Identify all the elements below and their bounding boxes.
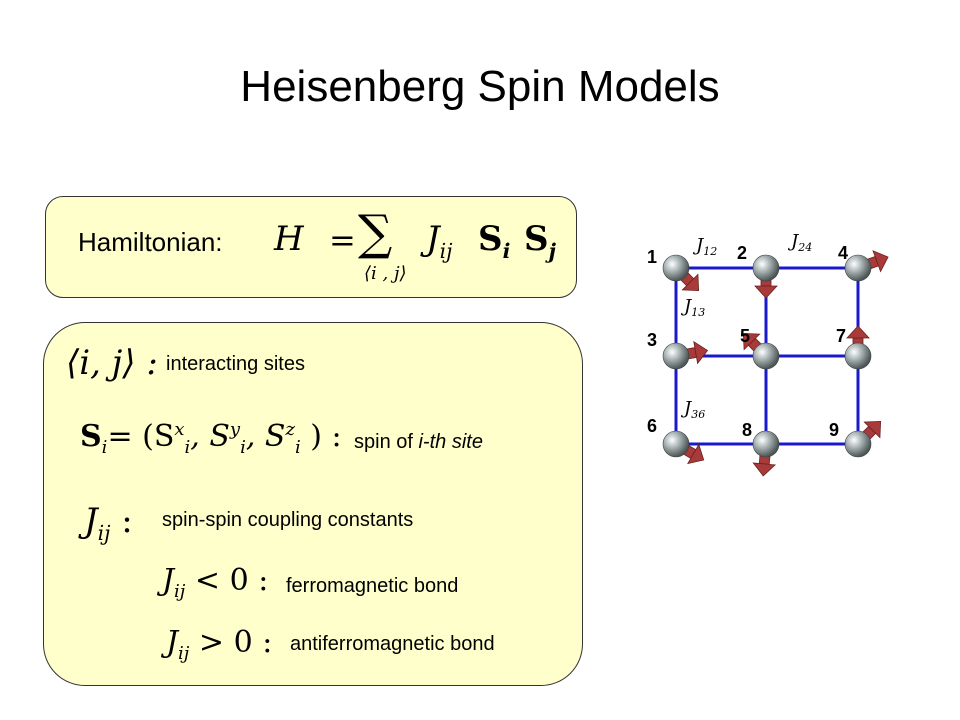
hamiltonian-spin-i: Si [478, 219, 511, 263]
hamiltonian-coupling: Jij [426, 219, 453, 263]
site-4 [844, 254, 872, 282]
pair-symbol: ⟨i, j⟩ : [66, 343, 158, 383]
site-1 [662, 254, 690, 282]
site-label-5: 5 [740, 326, 750, 346]
ferro-description: ferromagnetic bond [286, 575, 459, 597]
ferro-condition: Jij < 0 : [162, 563, 269, 602]
definitions-box: ⟨i, j⟩ : interacting sites Si= (Sxi, Syi… [43, 322, 583, 686]
site-9 [844, 430, 872, 458]
antiferro-condition: Jij > 0 : [166, 625, 273, 664]
bond-label-j13: J13 [680, 296, 705, 319]
pair-description: interacting sites [166, 353, 305, 375]
sum-symbol: ∑ [358, 205, 393, 261]
hamiltonian-label: Hamiltonian: [78, 227, 223, 257]
coupling-symbol: Jij : [84, 501, 133, 545]
hamiltonian-box: Hamiltonian: H = ∑ ⟨i , j⟩ Jij Si Sj [45, 196, 577, 298]
bond-label-j12: J12 [692, 235, 717, 258]
spin-vector-formula: Si= (Sxi, Syi, Szi ) : [80, 419, 342, 458]
hamiltonian-spin-j: Sj [524, 219, 556, 263]
sum-index: ⟨i , j⟩ [364, 263, 407, 284]
site-8 [752, 430, 780, 458]
spin-lattice-diagram: 1 2 4 3 5 7 6 8 9 J12 J24 J13 J36 [647, 231, 889, 477]
site-3 [662, 342, 690, 370]
antiferro-description: antiferromagnetic bond [290, 633, 495, 655]
site-7 [844, 342, 872, 370]
site-label-9: 9 [829, 420, 839, 440]
spin-description: spin of i-th site [354, 431, 483, 453]
site-2 [752, 254, 780, 282]
site-label-2: 2 [737, 243, 747, 263]
site-label-4: 4 [838, 243, 848, 263]
hamiltonian-equals: = [329, 221, 356, 259]
site-5 [752, 342, 780, 370]
site-6 [662, 430, 690, 458]
site-label-6: 6 [647, 416, 657, 436]
hamiltonian-lhs: H [274, 219, 304, 259]
site-label-3: 3 [647, 330, 657, 350]
lattice-sites [662, 254, 872, 458]
coupling-description: spin-spin coupling constants [162, 509, 414, 531]
bond-label-j24: J24 [787, 231, 812, 254]
bond-label-j36: J36 [680, 398, 705, 421]
site-label-7: 7 [836, 326, 846, 346]
page-title: Heisenberg Spin Models [240, 62, 720, 111]
site-label-1: 1 [647, 247, 657, 267]
site-label-8: 8 [742, 420, 752, 440]
